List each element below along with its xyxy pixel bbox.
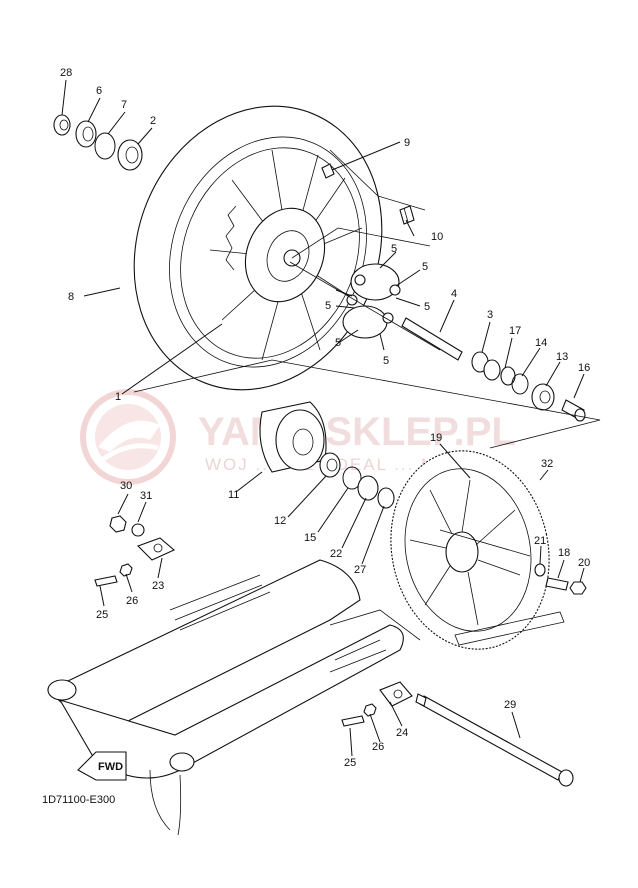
brake-sprocket [244, 207, 326, 303]
clip-10 [399, 205, 415, 225]
callout-5-b: 5 [422, 261, 428, 273]
callout-25-left: 25 [96, 609, 108, 621]
callout-11: 11 [228, 489, 239, 501]
callout-4: 4 [451, 288, 457, 300]
callout-29: 29 [504, 699, 516, 711]
oil-seal-17 [500, 366, 516, 386]
bolt-25-right [341, 715, 365, 727]
bolt-9 [321, 163, 335, 179]
nut-26-right [363, 703, 377, 717]
callout-20: 20 [578, 557, 590, 569]
callout-21: 21 [534, 535, 546, 547]
callout-5-a: 5 [391, 243, 397, 255]
adjuster-23 [137, 537, 176, 561]
bearing-2 [117, 139, 143, 171]
oil-seal-6 [75, 120, 97, 148]
callout-6: 6 [96, 85, 102, 97]
bearing-12 [319, 452, 341, 478]
collar-16 [561, 399, 586, 422]
callout-5-e: 5 [335, 337, 341, 349]
callout-5-c: 5 [325, 300, 331, 312]
rim-inner [180, 147, 360, 359]
bearing-3 [471, 351, 501, 381]
collar-27 [377, 487, 395, 509]
callout-3: 3 [487, 309, 493, 321]
collar-4 [401, 317, 463, 361]
axle-29 [415, 693, 574, 787]
callout-22: 22 [330, 548, 342, 560]
callout-25-right: 25 [344, 757, 356, 769]
callout-labels: 28 6 7 2 9 10 8 5 5 5 5 5 5 4 3 17 14 13… [60, 67, 590, 769]
callout-26-right: 26 [372, 741, 384, 753]
callout-30: 30 [120, 480, 132, 492]
damper-5 [342, 263, 401, 339]
nut-26-left [119, 563, 133, 577]
callout-5-d: 5 [424, 301, 430, 313]
callout-5-f: 5 [383, 355, 389, 367]
callout-14: 14 [535, 337, 547, 349]
watermark-logo [80, 389, 176, 485]
oil-seal-13 [531, 383, 555, 411]
callout-27: 27 [354, 564, 366, 576]
washer-21 [534, 563, 546, 577]
assembly-outlines [133, 149, 601, 641]
callout-1: 1 [115, 391, 121, 403]
callout-31: 31 [140, 490, 152, 502]
sprocket-teeth [225, 205, 237, 271]
adjuster-24 [379, 681, 413, 707]
rear-hub-11 [259, 401, 327, 473]
callout-7: 7 [121, 99, 127, 111]
nut-20 [569, 581, 587, 595]
callout-18: 18 [558, 547, 570, 559]
pulley-19 [390, 450, 550, 650]
drawing-code: 1D71100-E300 [42, 794, 115, 806]
callout-13: 13 [556, 351, 568, 363]
fwd-label: FWD [98, 761, 123, 773]
circlip-7 [94, 132, 116, 160]
circlip-14 [511, 373, 529, 395]
callout-24: 24 [396, 727, 408, 739]
circlip-15 [342, 466, 362, 490]
callout-32: 32 [541, 458, 553, 470]
callout-12: 12 [274, 515, 286, 527]
callout-17: 17 [509, 325, 521, 337]
callout-9: 9 [404, 137, 410, 149]
bolt-18 [545, 577, 569, 591]
bolt-25-left [94, 575, 118, 587]
washer-31 [131, 523, 145, 537]
fwd-arrow-icon: FWD [77, 751, 127, 781]
callout-8: 8 [68, 291, 74, 303]
callout-16: 16 [578, 362, 590, 374]
rear-wheel [133, 105, 383, 391]
callout-26-left: 26 [126, 595, 138, 607]
callout-10: 10 [431, 231, 443, 243]
callout-28: 28 [60, 67, 72, 79]
callout-15: 15 [304, 532, 316, 544]
callout-2: 2 [150, 115, 156, 127]
leader-lines [61, 79, 585, 757]
drive-belt-32 [454, 611, 565, 646]
nut-30 [109, 515, 127, 533]
oil-seal-22 [357, 475, 379, 501]
collar-28 [53, 114, 71, 136]
watermark-title: YAMA-SKLEP.PL [198, 410, 516, 454]
callout-23: 23 [152, 580, 164, 592]
callout-19: 19 [430, 432, 442, 444]
